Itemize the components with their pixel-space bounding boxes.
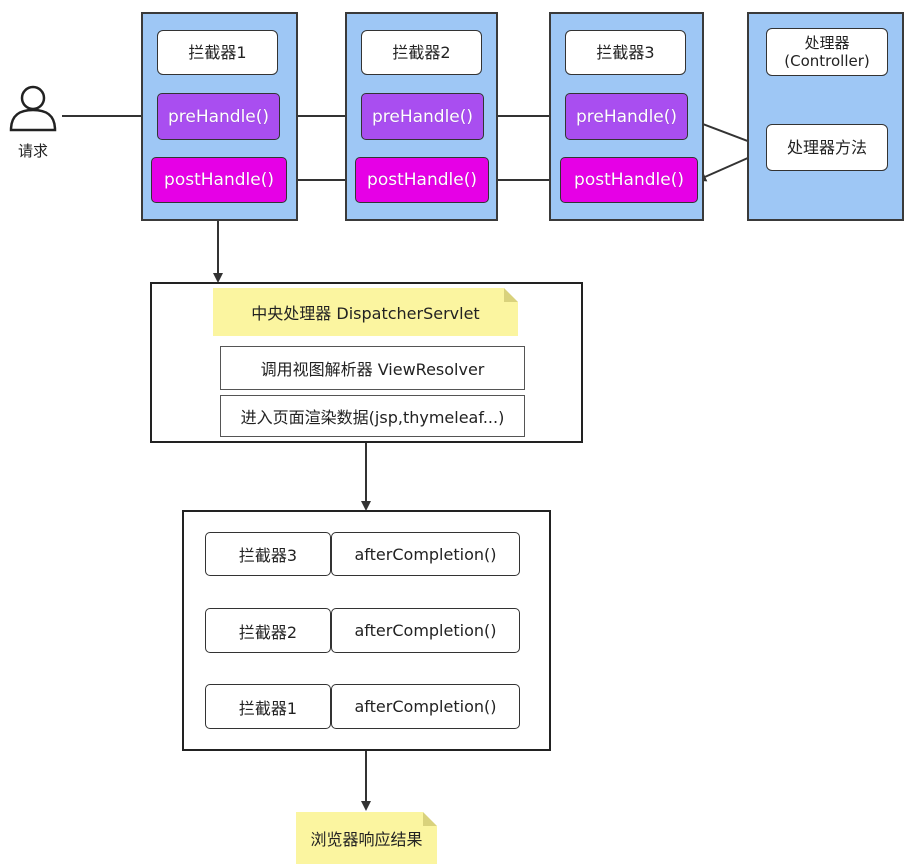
completion-interceptor-1: 拦截器1 (205, 684, 331, 729)
interceptor-1-prehandle: preHandle() (157, 93, 280, 140)
completion-method-1: afterCompletion() (331, 684, 520, 729)
completion-interceptor-3: 拦截器3 (205, 532, 331, 576)
controller-title: 处理器 (Controller) (766, 28, 888, 76)
view-resolver-step: 调用视图解析器 ViewResolver (220, 346, 525, 390)
render-step: 进入页面渲染数据(jsp,thymeleaf...) (220, 395, 525, 437)
completion-method-2: afterCompletion() (331, 608, 520, 653)
completion-method-3: afterCompletion() (331, 532, 520, 576)
interceptor-3-posthandle: postHandle() (560, 157, 698, 203)
interceptor-2-prehandle: preHandle() (361, 93, 484, 140)
interceptor-1-posthandle: postHandle() (151, 157, 287, 203)
dispatcher-note: 中央处理器 DispatcherServlet (213, 288, 518, 336)
interceptor-2-posthandle: postHandle() (355, 157, 489, 203)
response-note: 浏览器响应结果 (296, 812, 437, 864)
interceptor-3-prehandle: preHandle() (565, 93, 688, 140)
interceptor-2-title: 拦截器2 (361, 30, 482, 75)
request-label: 请求 (17, 142, 48, 160)
user-icon (8, 84, 58, 132)
controller-method: 处理器方法 (766, 124, 888, 171)
interceptor-1-title: 拦截器1 (157, 30, 278, 75)
interceptor-3-title: 拦截器3 (565, 30, 686, 75)
completion-interceptor-2: 拦截器2 (205, 608, 331, 653)
